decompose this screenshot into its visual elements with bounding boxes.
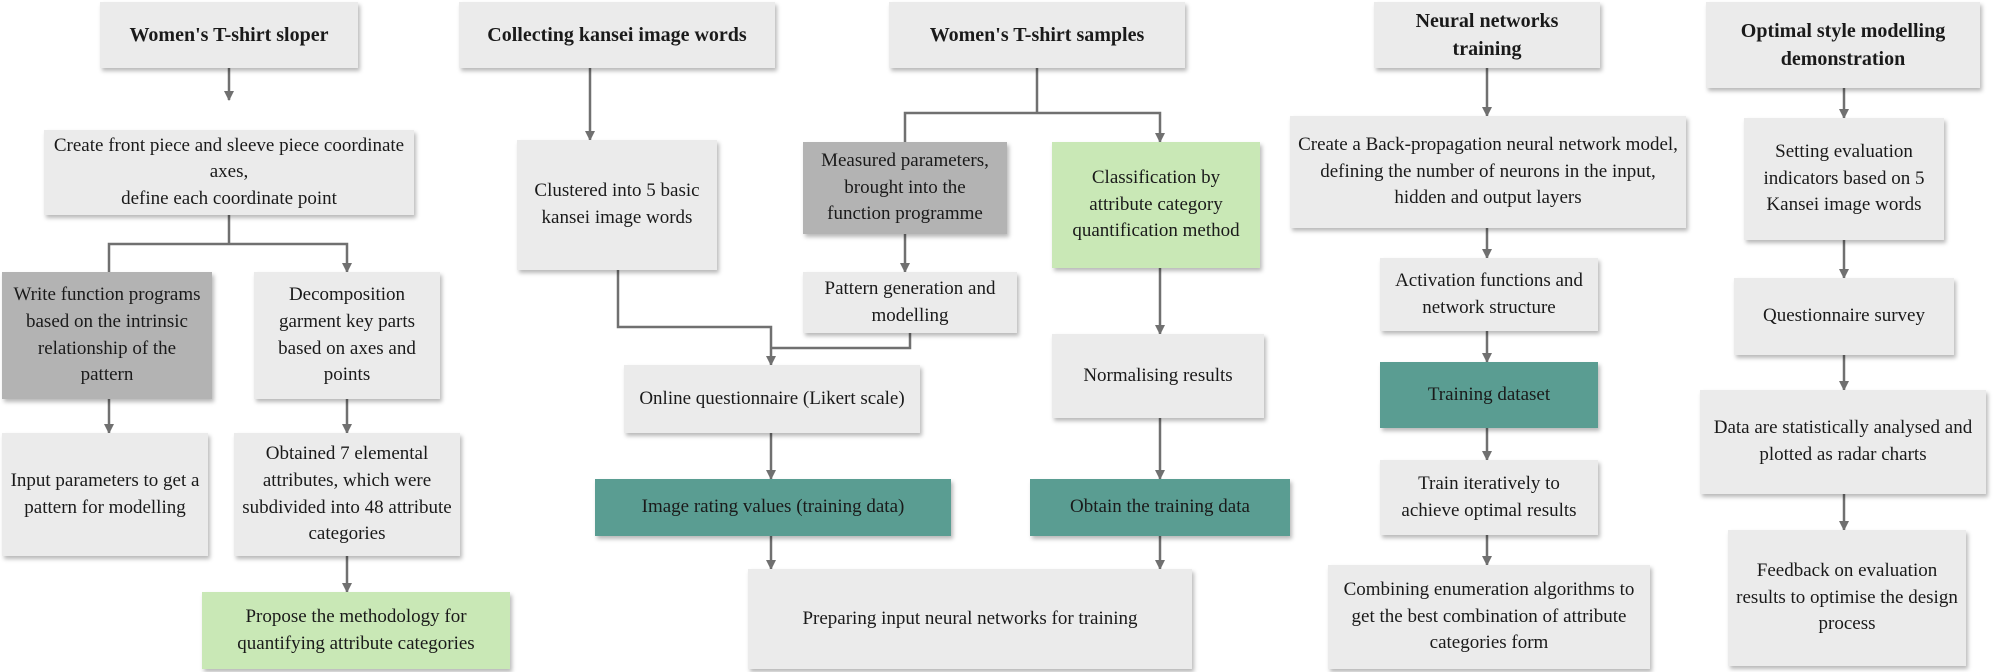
box-normalising: Normalising results — [1052, 334, 1264, 418]
box-image-rating: Image rating values (training data) — [595, 479, 951, 536]
box-preparing-input: Preparing input neural networks for trai… — [748, 569, 1192, 669]
box-setting-indicators: Setting evaluation indicators based on 5… — [1744, 118, 1944, 240]
box-obtained-attributes: Obtained 7 elemental attributes, which w… — [234, 433, 460, 556]
box-train-iteratively: Train iteratively to achieve optimal res… — [1380, 460, 1598, 535]
box-data-analysed: Data are statistically analysed and plot… — [1700, 390, 1986, 494]
box-pattern-generation: Pattern generation and modelling — [803, 272, 1017, 333]
box-combining: Combining enumeration algorithms to get … — [1328, 565, 1650, 669]
box-input-parameters: Input parameters to get a pattern for mo… — [2, 433, 208, 556]
box-activation: Activation functions and network structu… — [1380, 258, 1598, 331]
box-obtain-training: Obtain the training data — [1030, 479, 1290, 536]
heading-optimal: Optimal style modelling demonstration — [1706, 2, 1980, 88]
box-online-questionnaire: Online questionnaire (Likert scale) — [624, 365, 920, 433]
heading-samples: Women's T-shirt samples — [889, 2, 1185, 68]
box-create-bp: Create a Back-propagation neural network… — [1290, 116, 1686, 228]
arrow-axes-split — [107, 215, 347, 272]
box-questionnaire-survey: Questionnaire survey — [1734, 278, 1954, 355]
arrow-samples-split — [903, 68, 1160, 142]
box-training-dataset: Training dataset — [1380, 362, 1598, 428]
arrow-clustered-to-questionnaire — [616, 270, 776, 366]
box-propose-method: Propose the methodology for quantifying … — [202, 592, 510, 669]
heading-neural: Neural networks training — [1374, 2, 1600, 68]
heading-kansei: Collecting kansei image words — [459, 2, 775, 68]
box-create-axes: Create front piece and sleeve piece coor… — [44, 130, 414, 215]
heading-sloper: Women's T-shirt sloper — [100, 2, 358, 68]
box-classification: Classification by attribute category qua… — [1052, 142, 1260, 268]
box-measured-parameters: Measured parameters, brought into the fu… — [803, 142, 1007, 234]
box-feedback: Feedback on evaluation results to optimi… — [1728, 530, 1966, 666]
box-decomposition: Decomposition garment key parts based on… — [254, 272, 440, 399]
box-clustered: Clustered into 5 basic kansei image word… — [517, 140, 717, 270]
box-write-function: Write function programs based on the int… — [2, 272, 212, 399]
